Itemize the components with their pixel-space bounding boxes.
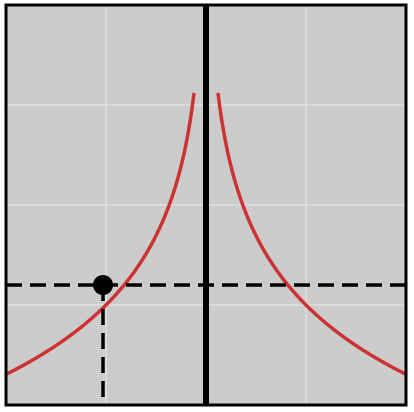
marked-point	[93, 275, 113, 295]
plot-border	[4, 3, 408, 407]
curve-right-branch	[216, 92, 406, 376]
curve-group	[6, 92, 406, 376]
curve-left-branch	[6, 92, 196, 376]
axes	[93, 5, 209, 405]
